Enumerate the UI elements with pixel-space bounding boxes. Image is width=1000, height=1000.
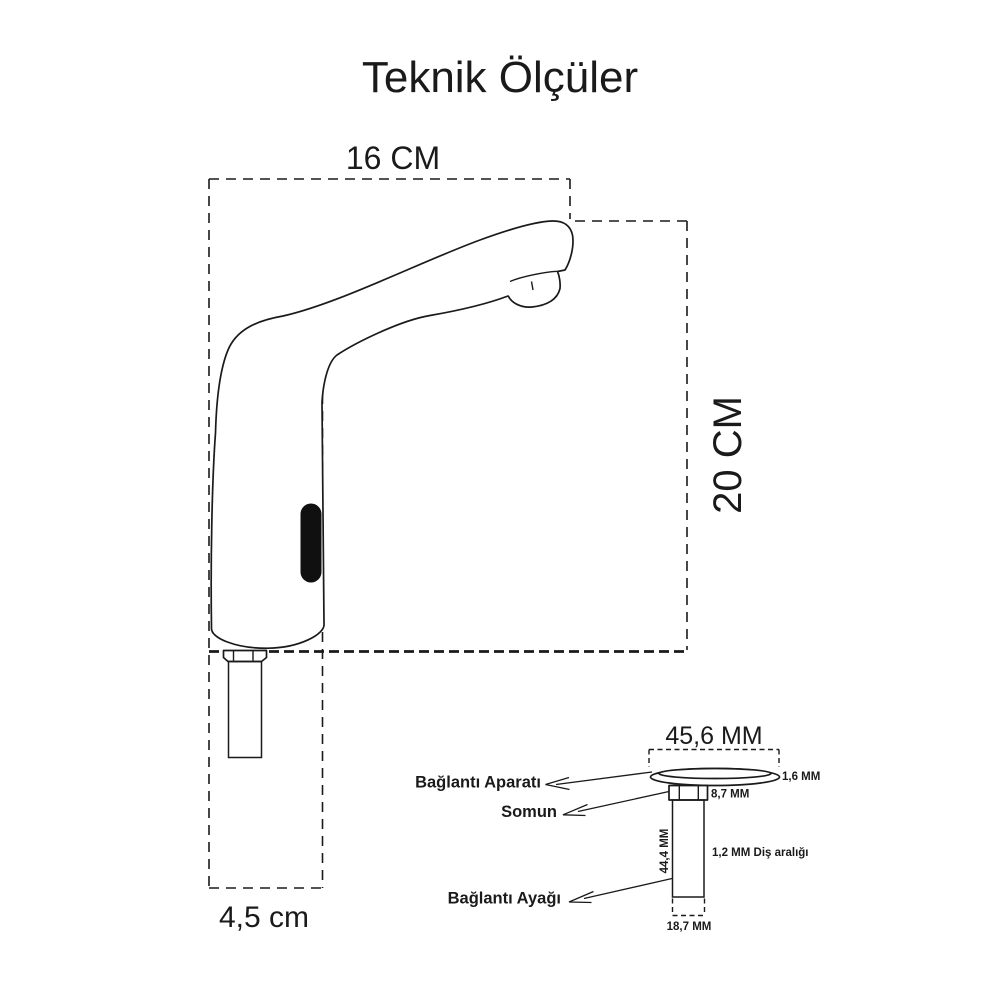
- mount-detail-drawing: [545, 748, 781, 917]
- aerator: [509, 270, 558, 291]
- labels: Teknik Ölçüler 16 CM 20 CM 4,5 cm 45,6 M…: [219, 53, 820, 934]
- dim-20cm-label: 20 CM: [706, 396, 750, 514]
- faucet-drawing: [210, 220, 574, 759]
- mounting-plate: [649, 767, 781, 787]
- leader-arrows: [545, 771, 673, 904]
- dim-44-4mm-label: 44,4 MM: [659, 829, 671, 874]
- nut: [668, 784, 709, 801]
- base-collar: [222, 649, 268, 663]
- dim-4-5cm-label: 4,5 cm: [219, 901, 309, 934]
- dim-8-7mm-label: 8,7 MM: [711, 789, 749, 801]
- nut-leader-arrow: [562, 790, 670, 817]
- faucet-body-outline: [210, 220, 574, 650]
- plate-leader-arrow: [545, 771, 653, 791]
- threaded-rod: [227, 660, 263, 759]
- plate-width-bracket: [648, 748, 780, 767]
- sensor-window: [300, 503, 322, 583]
- dim-18-7mm-label: 18,7 MM: [667, 921, 712, 933]
- thread-pitch-label: 1,2 MM Diş aralığı: [712, 847, 809, 859]
- dim-45-6mm-label: 45,6 MM: [665, 722, 762, 750]
- foot-leader-arrow: [568, 877, 673, 904]
- mount-threaded-rod: [671, 799, 705, 898]
- label-baglanti-ayagi: Bağlantı Ayağı: [448, 890, 561, 908]
- page-title: Teknik Ölçüler: [362, 53, 638, 102]
- dim-1-6mm-label: 1,6 MM: [782, 771, 820, 783]
- label-baglanti-aparati: Bağlantı Aparatı: [415, 774, 541, 792]
- rod-width-bracket: [671, 898, 706, 917]
- label-somun: Somun: [501, 803, 557, 821]
- dim-16cm-label: 16 CM: [346, 140, 440, 176]
